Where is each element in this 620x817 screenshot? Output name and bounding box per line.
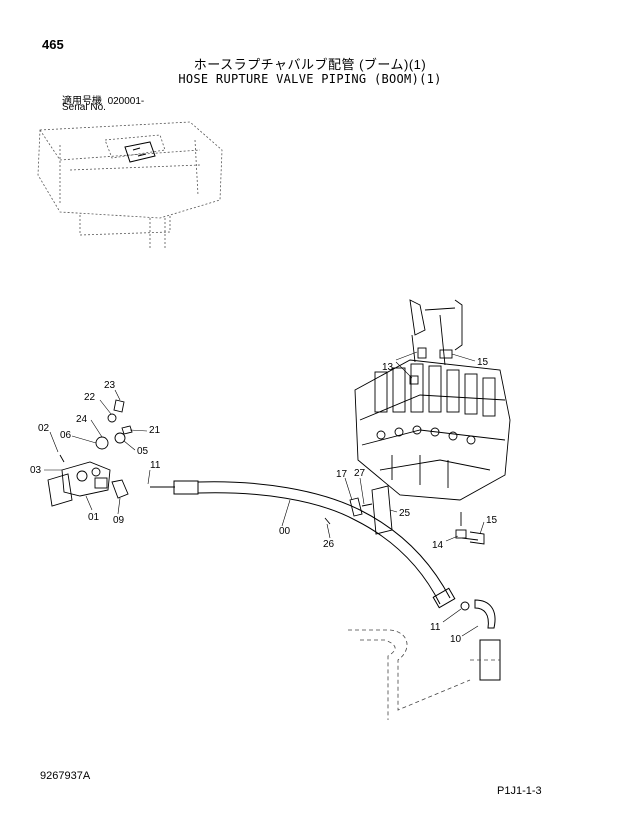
callout-25: 25 <box>399 508 411 519</box>
callout-09: 09 <box>113 515 125 526</box>
bracket-and-clamp <box>324 485 393 535</box>
callout-15-lower: 15 <box>486 515 498 526</box>
elbow-and-pipe <box>460 599 501 681</box>
figure-number: 9267937A <box>40 770 91 782</box>
callout-10: 10 <box>450 634 462 645</box>
machine-overview-highlight <box>124 141 156 163</box>
leader-lines <box>44 351 485 637</box>
callout-27: 27 <box>354 468 366 479</box>
page-reference: P1J1-1-3 <box>497 785 542 797</box>
callout-23: 23 <box>104 380 116 391</box>
serial-value: 020001- <box>107 96 145 107</box>
page-number: 465 <box>42 37 64 52</box>
machine-overview-sketch <box>37 121 223 248</box>
callout-13: 13 <box>382 362 394 373</box>
callout-06: 06 <box>60 430 72 441</box>
serial-label-jp: 適用号機 <box>62 96 102 107</box>
callout-15-upper: 15 <box>477 357 489 368</box>
title-english: HOSE RUPTURE VALVE PIPING (BOOM)(1) <box>178 72 442 86</box>
serial-label-en: Serial No. <box>62 102 106 113</box>
callout-05: 05 <box>137 446 149 457</box>
dashed-pipe-outline <box>348 629 500 720</box>
callout-14: 14 <box>432 540 444 551</box>
callout-24: 24 <box>76 414 88 425</box>
callout-17: 17 <box>336 469 348 480</box>
callout-11-upper: 11 <box>150 460 161 471</box>
callout-11-lower: 11 <box>430 622 441 633</box>
callout-02: 02 <box>38 423 50 434</box>
main-hose <box>150 480 456 609</box>
callout-21: 21 <box>149 425 161 436</box>
control-valve-assembly <box>354 299 511 501</box>
callout-22: 22 <box>84 392 96 403</box>
callout-00: 00 <box>279 526 291 537</box>
serial-row-jp: 適用号機 020001- <box>62 92 144 107</box>
title-japanese: ホースラプチャバルブ配管 (ブーム)(1) <box>193 57 427 72</box>
callout-03: 03 <box>30 465 42 476</box>
callout-26: 26 <box>323 539 335 550</box>
hose-rupture-valve-assembly <box>47 399 133 507</box>
callout-01: 01 <box>88 512 100 523</box>
